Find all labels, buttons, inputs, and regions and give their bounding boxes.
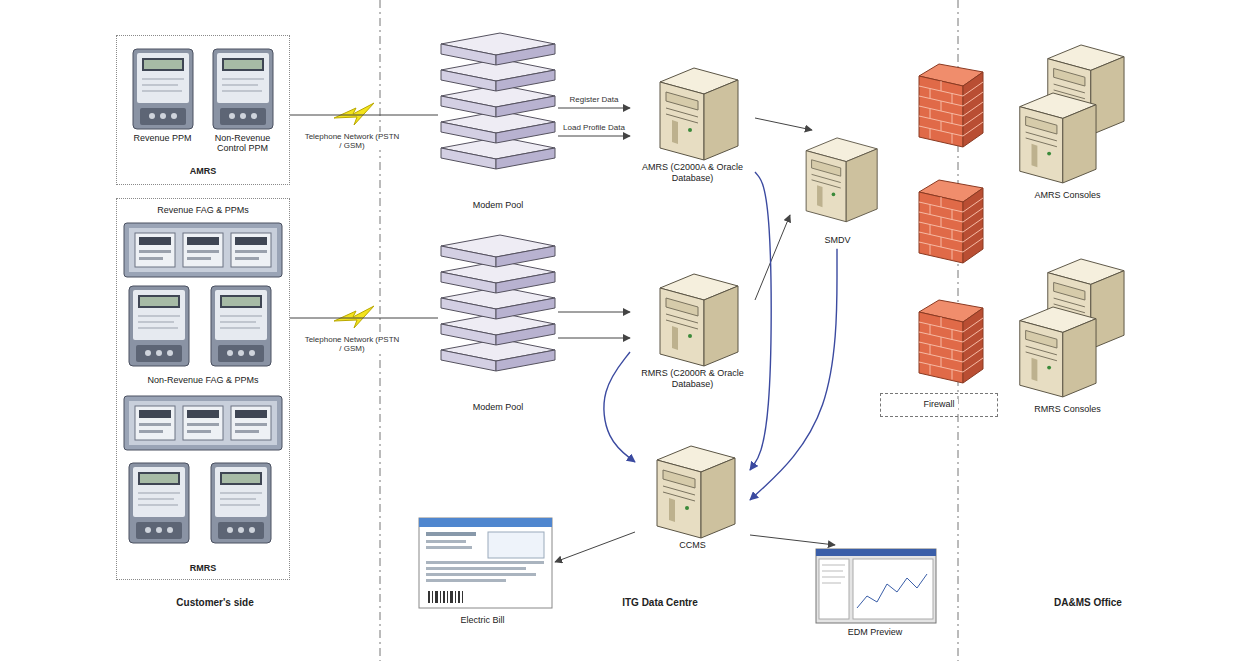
server-icon — [806, 138, 877, 222]
node-text: AMRS Consoles — [1008, 190, 1127, 201]
lightning-icon — [334, 306, 374, 328]
fag-panel-icon — [124, 396, 282, 450]
firewall-icon — [919, 180, 983, 263]
node-text: AMRS — [120, 166, 286, 177]
connector-line — [290, 115, 438, 116]
meter-icon — [129, 286, 189, 366]
meter-icon — [211, 286, 271, 366]
node-text: RMRS Consoles — [1008, 404, 1127, 415]
server: CCMS — [635, 440, 750, 554]
modem-pool: Modem Pool — [438, 30, 558, 215]
fag-panel-icon — [124, 223, 282, 277]
data-flow-curve — [750, 249, 837, 500]
firewall-box: Firewall — [880, 393, 998, 417]
server-icon — [657, 446, 735, 538]
region-label: ITG Data Centre — [585, 597, 735, 608]
server-icon — [660, 274, 738, 366]
modem-pool: Modem Pool — [438, 232, 558, 417]
node-text: Modem Pool — [441, 200, 555, 211]
connector-line — [558, 108, 630, 109]
meter-icon — [213, 49, 273, 129]
server: SMDV — [790, 130, 885, 249]
server: RMRS (C2000R & Oracle Database) — [630, 268, 755, 393]
console-group: RMRS Consoles — [1005, 252, 1130, 418]
node-text: EDM Preview — [808, 627, 942, 638]
node-text: Modem Pool — [441, 402, 555, 413]
connector-line — [558, 338, 630, 339]
node-text: SMDV — [793, 235, 882, 246]
node-text: RMRS (C2000R & Oracle Database) — [633, 368, 752, 390]
connector-line — [555, 532, 635, 562]
edge-label: Register Data — [558, 95, 630, 104]
firewall-icon — [919, 64, 983, 147]
node-text: Electric Bill — [413, 615, 552, 626]
screen-icon — [816, 549, 936, 623]
modem-icon — [441, 33, 555, 65]
node-text: AMRS (C2000A & Oracle Database) — [633, 162, 752, 184]
region-divider — [380, 0, 381, 661]
edge-label: Telephone Network (PSTN / GSM) — [304, 132, 400, 150]
node-text: Non-Revenue Control PPM — [207, 133, 279, 155]
lightning-icon — [334, 103, 374, 125]
node-text: Firewall — [920, 399, 957, 410]
connector-line — [755, 215, 790, 300]
group-box: Revenue FAG & PPMsNon-Revenue FAG & PPMs… — [116, 198, 290, 580]
region-label: DA&MS Office — [1013, 597, 1163, 608]
group-box: AMRS Revenue PPM Non-Revenue Control PPM — [116, 35, 290, 185]
node-text: Revenue PPM — [127, 133, 199, 144]
node-text: Revenue FAG & PPMs — [117, 205, 289, 216]
edge-label: Load Profile Data — [558, 123, 630, 132]
console-icon — [1020, 93, 1096, 183]
document: Electric Bill — [410, 515, 555, 629]
firewall-icon — [919, 300, 983, 383]
edge-label: Telephone Network (PSTN / GSM) — [304, 335, 400, 353]
console-group: AMRS Consoles — [1005, 38, 1130, 204]
data-flow-curve — [604, 352, 635, 462]
bill-icon — [419, 518, 552, 608]
region-label: Customer's side — [140, 597, 290, 608]
modem-icon — [441, 235, 555, 267]
node-text: RMRS — [117, 563, 289, 574]
connector-line — [750, 535, 835, 545]
data-flow-curve — [750, 172, 771, 470]
connector-line — [558, 136, 630, 137]
meter-device: Revenue PPM — [124, 45, 202, 155]
node-text: Non-Revenue FAG & PPMs — [117, 375, 289, 386]
connector-line — [755, 118, 812, 130]
meter-icon — [133, 49, 193, 129]
node-text: CCMS — [638, 540, 747, 551]
connector-line — [558, 312, 630, 313]
console-icon — [1020, 307, 1096, 397]
server: AMRS (C2000A & Oracle Database) — [630, 62, 755, 187]
meter-icon — [211, 463, 271, 543]
screen: EDM Preview — [805, 545, 945, 641]
server-icon — [660, 68, 738, 160]
connector-line — [290, 318, 438, 319]
meter-device: Non-Revenue Control PPM — [204, 45, 282, 158]
meter-icon — [129, 463, 189, 543]
